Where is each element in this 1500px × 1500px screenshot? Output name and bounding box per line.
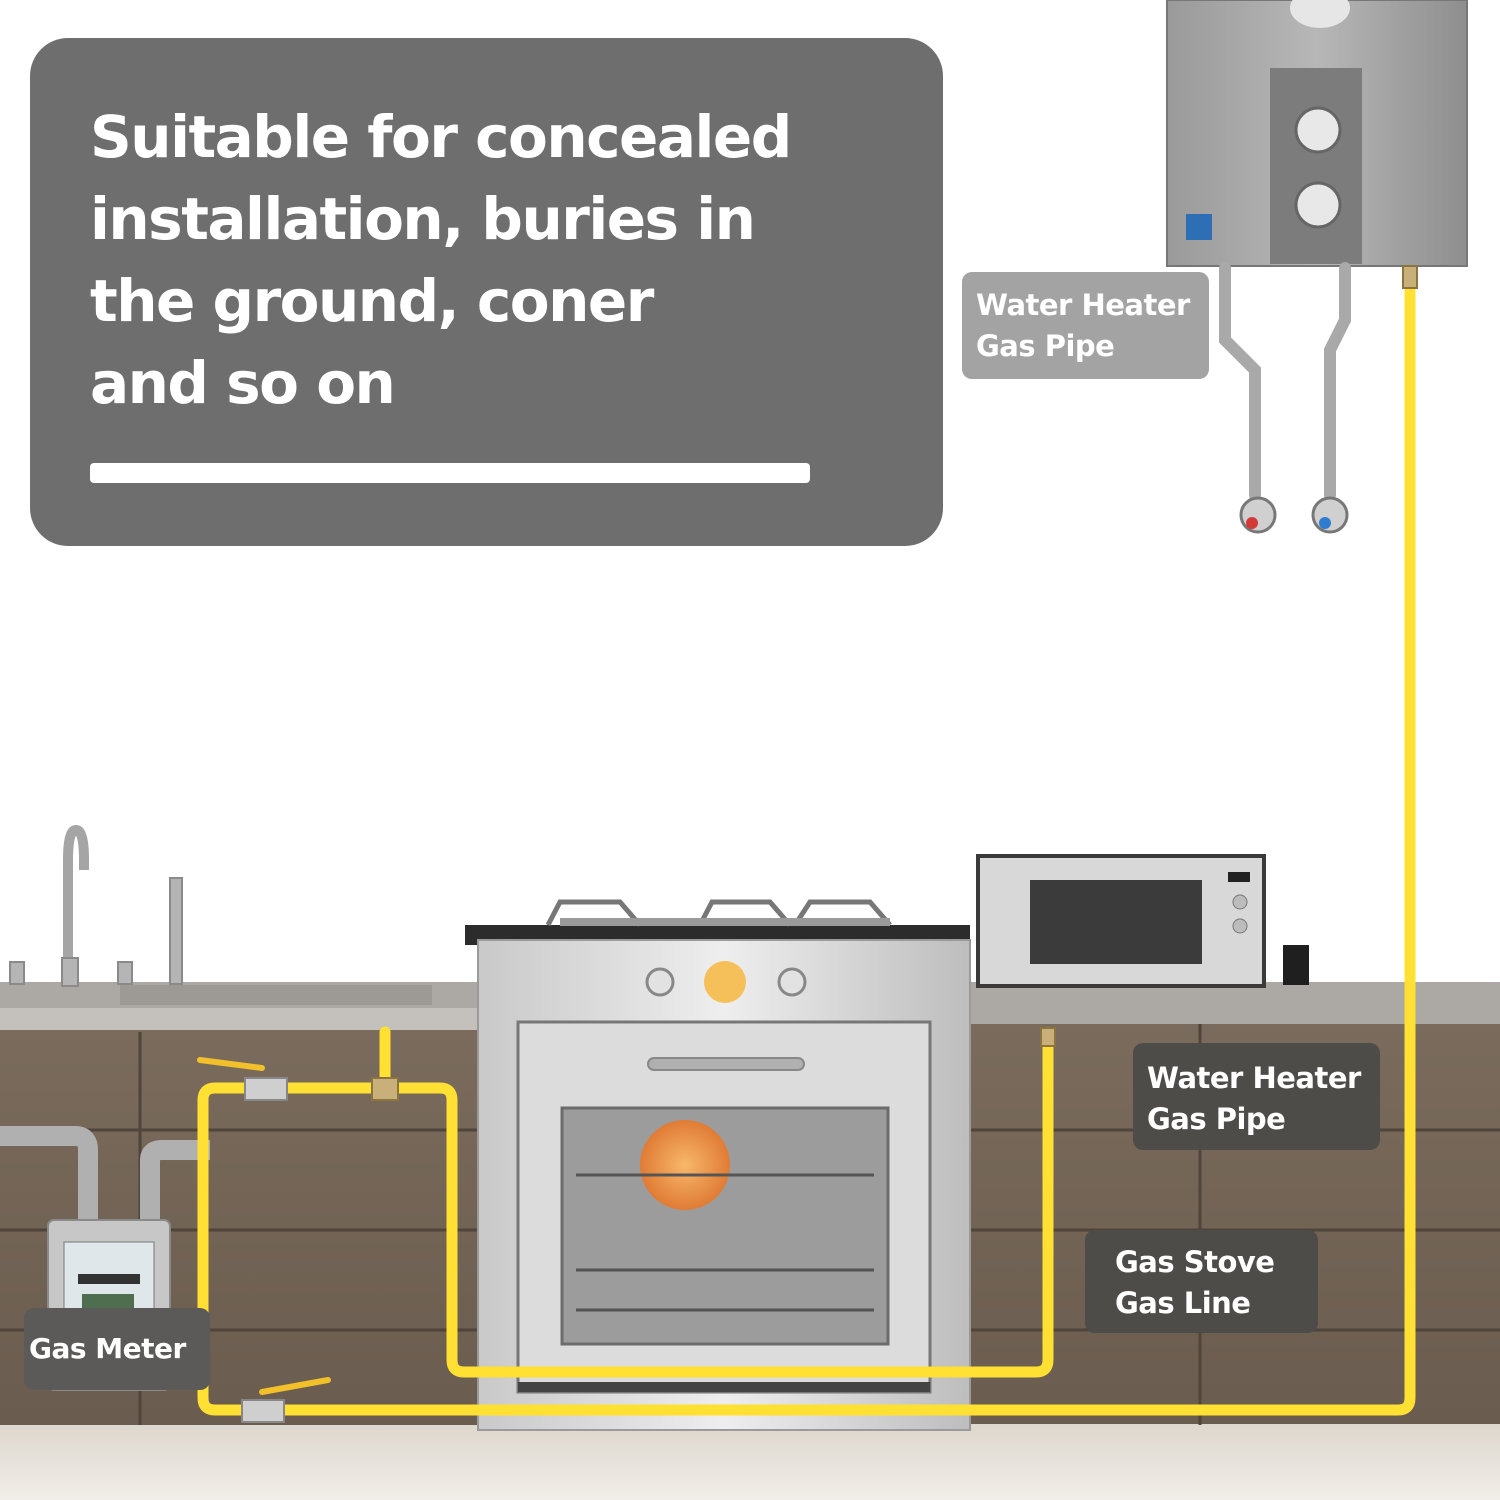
- microwave-window: [1030, 880, 1202, 964]
- valve-handles: [197, 1057, 331, 1395]
- floor: [0, 1420, 1500, 1500]
- headline-panel: Suitable for concealed installation, bur…: [30, 38, 943, 546]
- oven-handle: [647, 1057, 805, 1071]
- utensil-holder: [1283, 945, 1309, 985]
- water-heater: [1166, 0, 1468, 267]
- water-valves: [1239, 496, 1349, 534]
- label-gas-meter: Gas Meter: [24, 1308, 210, 1390]
- oven-clock: [704, 961, 746, 1003]
- headline-text: Suitable for concealed installation, bur…: [90, 103, 792, 417]
- water-hoses: [1219, 262, 1351, 501]
- oven-flame: [640, 1120, 730, 1210]
- label-water-heater-gas-pipe-top: Water Heater Gas Pipe: [962, 272, 1209, 379]
- oven-racks: [576, 1173, 874, 1312]
- oven-knob-left: [645, 967, 675, 997]
- label-water-heater-gas-pipe: Water Heater Gas Pipe: [1133, 1043, 1380, 1150]
- countertop-right: [968, 982, 1500, 1024]
- sink-basin: [120, 985, 432, 1005]
- pipe-fittings: [241, 265, 1418, 1423]
- faucet: [9, 824, 183, 987]
- label-gas-stove-gas-line: Gas Stove Gas Line: [1085, 1230, 1318, 1333]
- burner-grates: [545, 899, 892, 927]
- headline-underline: [90, 463, 810, 483]
- oven-knob-right: [777, 967, 807, 997]
